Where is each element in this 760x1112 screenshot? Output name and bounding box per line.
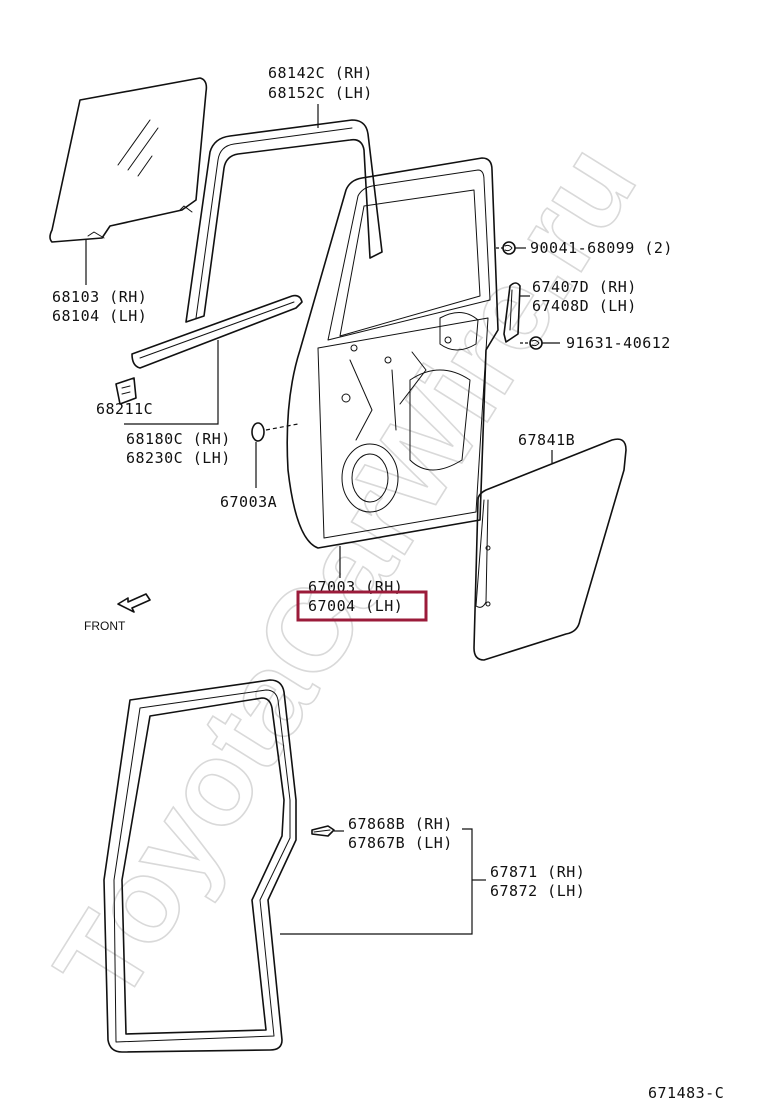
label-door-lh[interactable]: 67004 (LH) <box>308 597 403 615</box>
rear-door-panel-part[interactable] <box>286 157 499 549</box>
label-cover[interactable]: 67841B <box>518 431 575 449</box>
label-glass-lh[interactable]: 68104 (LH) <box>52 307 147 325</box>
label-clip-rh[interactable]: 67868B (RH) <box>348 815 453 833</box>
label-weather-lh[interactable]: 68230C (LH) <box>126 449 231 467</box>
label-plug[interactable]: 67003A <box>220 493 277 511</box>
label-bolt[interactable]: 91631-40612 <box>566 334 671 352</box>
front-arrow-icon <box>117 593 151 613</box>
door-weatherstrip-part[interactable] <box>103 679 297 1053</box>
hole-plug-part[interactable] <box>251 422 265 442</box>
label-clip-lh[interactable]: 67867B (LH) <box>348 834 453 852</box>
belt-weatherstrip-part[interactable] <box>131 294 303 369</box>
front-label: FRONT <box>84 619 126 633</box>
door-glass-part[interactable] <box>49 77 208 243</box>
glass-run-part[interactable] <box>185 119 383 323</box>
leader-weather <box>124 340 219 425</box>
leader-seal <box>280 828 473 935</box>
label-weather-rh[interactable]: 68180C (RH) <box>126 430 231 448</box>
clip-part[interactable] <box>311 825 335 837</box>
label-seal-lh[interactable]: 67872 (LH) <box>490 882 585 900</box>
label-glass-rh[interactable]: 68103 (RH) <box>52 288 147 306</box>
label-sash[interactable]: 68211C <box>96 400 153 418</box>
service-hole-cover-part[interactable] <box>473 438 627 661</box>
highlight-box <box>296 590 428 622</box>
hinge-part[interactable] <box>503 282 521 343</box>
diagram-code: 671483-C <box>648 1084 724 1102</box>
label-seal-rh[interactable]: 67871 (RH) <box>490 863 585 881</box>
label-hinge-rh[interactable]: 67407D (RH) <box>532 278 637 296</box>
label-screw[interactable]: 90041-68099 (2) <box>530 239 673 257</box>
sash-channel-part[interactable] <box>115 377 137 405</box>
label-hinge-lh[interactable]: 67408D (LH) <box>532 297 637 315</box>
label-run-rh[interactable]: 68142C (RH) <box>268 64 373 82</box>
label-run-lh[interactable]: 68152C (LH) <box>268 84 373 102</box>
leader-plug-dash <box>265 423 299 431</box>
